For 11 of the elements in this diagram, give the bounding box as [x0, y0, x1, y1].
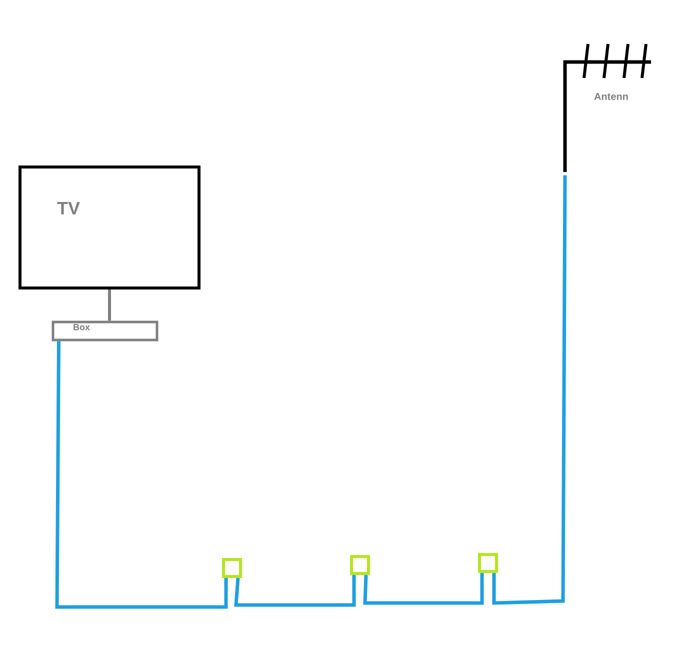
stand [108, 290, 111, 321]
cable [492, 175, 567, 605]
cable [55, 341, 228, 609]
connector-square [478, 553, 498, 573]
connector-square [350, 555, 370, 575]
connector-square [222, 558, 242, 578]
tv-screen: TV [18, 166, 200, 290]
cable [363, 573, 484, 605]
antenna-drawing: Antenn [563, 44, 651, 172]
cable [234, 575, 356, 607]
receiver-box: Box [52, 320, 158, 342]
